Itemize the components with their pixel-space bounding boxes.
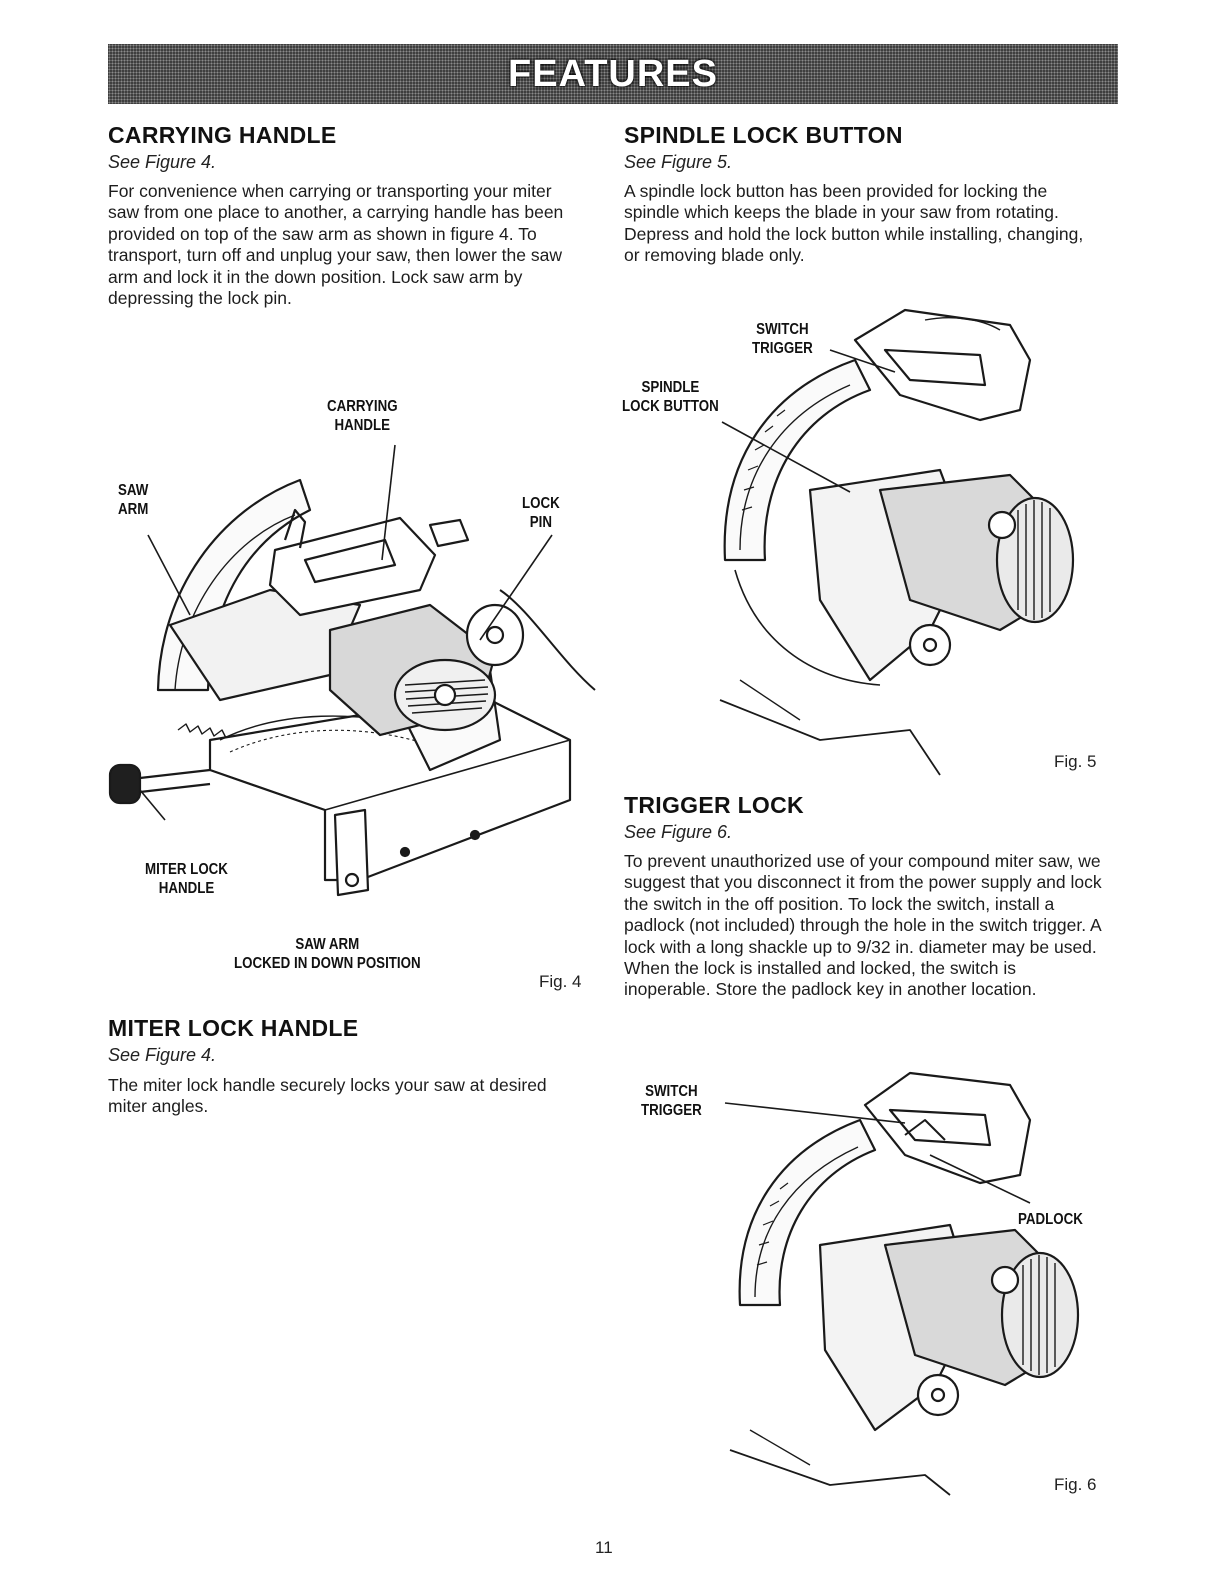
callout-miter-lock-handle: MITER LOCK HANDLE xyxy=(145,861,228,897)
trigger-lock-body: To prevent unauthorized use of your comp… xyxy=(624,851,1102,1000)
trigger-lock-heading: TRIGGER LOCK xyxy=(624,792,804,818)
spindle-lock-button-figure-ref: See Figure 5. xyxy=(624,152,733,172)
features-banner: FEATURES xyxy=(108,44,1118,104)
spindle-lock-button-body: A spindle lock button has been provided … xyxy=(624,181,1084,266)
fig5-callout-switch-trigger: SWITCH TRIGGER xyxy=(752,321,813,357)
figure-6-trigger-lock-illustration xyxy=(724,1071,1080,1496)
carrying-handle-body: For convenience when carrying or transpo… xyxy=(108,181,564,309)
callout-saw-arm: SAW ARM xyxy=(118,482,149,518)
figure-4-miter-saw-illustration xyxy=(108,444,596,897)
carrying-handle-heading: CARRYING HANDLE xyxy=(108,122,337,148)
carrying-handle-figure-ref: See Figure 4. xyxy=(108,152,217,172)
page-number: 11 xyxy=(595,1538,613,1557)
miter-lock-handle-heading: MITER LOCK HANDLE xyxy=(108,1015,359,1041)
callout-saw-arm-locked: SAW ARM LOCKED IN DOWN POSITION xyxy=(234,936,421,972)
figure-5-spindle-lock-illustration xyxy=(719,308,1075,776)
callout-carrying-handle: CARRYING HANDLE xyxy=(327,398,398,434)
fig6-callout-switch-trigger: SWITCH TRIGGER xyxy=(641,1083,702,1119)
spindle-lock-button-heading: SPINDLE LOCK BUTTON xyxy=(624,122,903,148)
banner-title: FEATURES xyxy=(508,52,718,95)
fig5-callout-spindle-lock-button: SPINDLE LOCK BUTTON xyxy=(622,379,719,415)
miter-lock-handle-figure-ref: See Figure 4. xyxy=(108,1045,217,1065)
trigger-lock-figure-ref: See Figure 6. xyxy=(624,822,733,842)
figure-5-label: Fig. 5 xyxy=(1054,752,1097,771)
figure-6-label: Fig. 6 xyxy=(1054,1475,1097,1494)
figure-4-label: Fig. 4 xyxy=(539,972,582,991)
fig6-callout-padlock: PADLOCK xyxy=(1018,1211,1083,1228)
miter-lock-handle-body: The miter lock handle securely locks you… xyxy=(108,1075,547,1117)
callout-lock-pin: LOCK PIN xyxy=(522,495,560,531)
